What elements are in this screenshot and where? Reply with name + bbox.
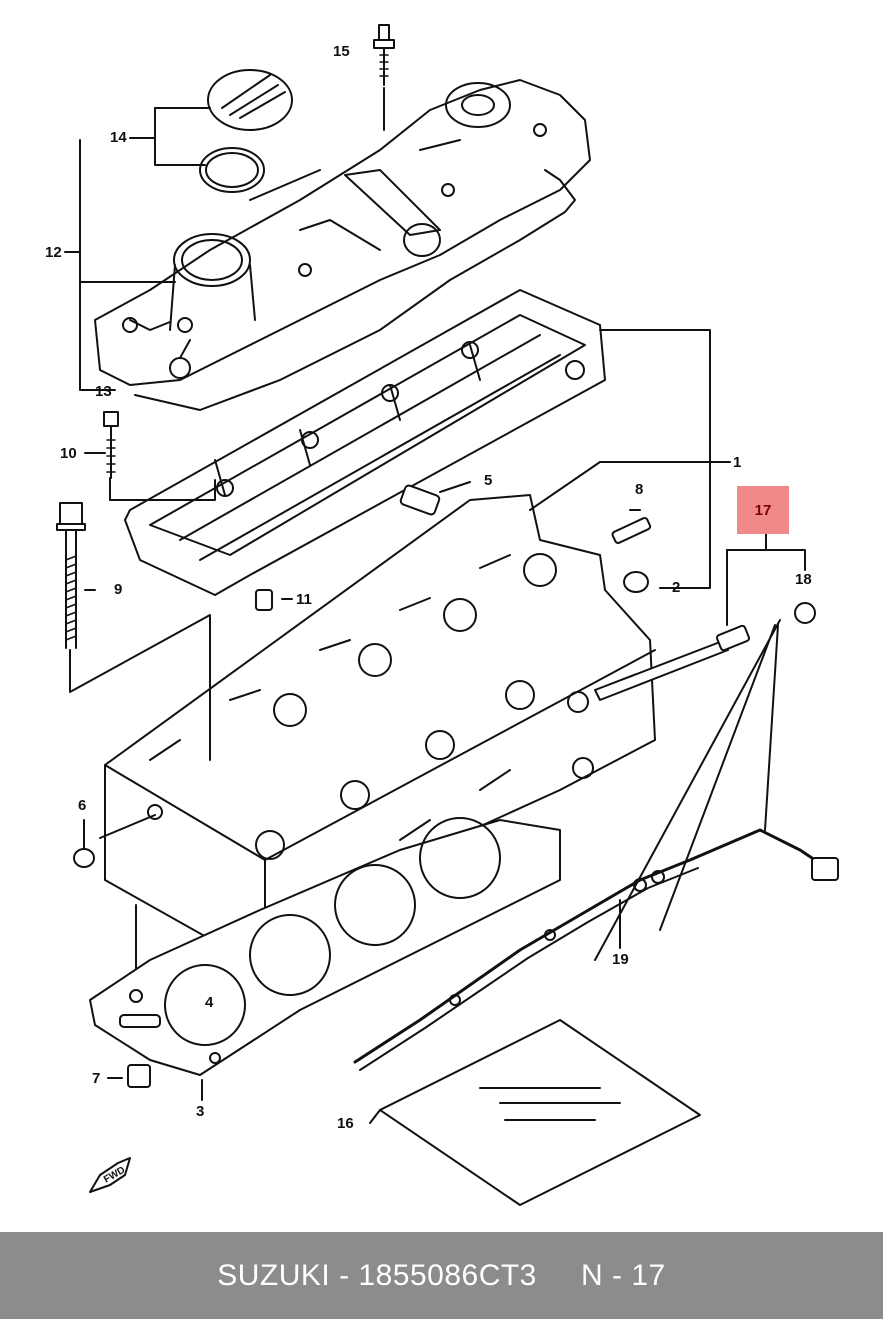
callout-12: 12	[45, 244, 62, 261]
callout-4: 4	[205, 994, 214, 1011]
wiring-harness-19-drawing	[355, 830, 838, 1070]
callout-13: 13	[95, 383, 112, 400]
callout-16: 16	[337, 1115, 354, 1132]
bolt-15-drawing	[374, 25, 394, 130]
callout-8: 8	[635, 481, 644, 498]
valve-cover-12-drawing	[95, 80, 590, 385]
cylinder-head-exploded-diagram: FWD	[0, 0, 883, 1232]
callout-19: 19	[612, 951, 629, 968]
highlighted-callout-label: 17	[754, 502, 772, 519]
callout-14: 14	[110, 129, 127, 146]
oil-cap-14-drawing	[200, 70, 292, 192]
footer-part-info: SUZUKI - 1855086CT3 N - 17	[217, 1258, 666, 1292]
callout-15: 15	[333, 43, 350, 60]
head-gasket-3-drawing	[90, 818, 560, 1075]
callout-9: 9	[114, 581, 123, 598]
callout-18: 18	[795, 571, 812, 588]
callout-6: 6	[78, 797, 87, 814]
camshaft-carrier-drawing	[125, 290, 605, 595]
instruction-sheet-16-drawing	[370, 1020, 700, 1205]
footer-bar: SUZUKI - 1855086CT3 N - 17	[0, 1232, 883, 1319]
cylinder-head-1-drawing	[105, 495, 655, 970]
callout-11: 11	[296, 591, 312, 608]
bolt-9-drawing	[57, 503, 85, 648]
glow-plug-17-drawing	[595, 625, 750, 700]
bolt-10-drawing	[104, 412, 118, 478]
highlighted-callout-17: 17	[737, 486, 789, 534]
callout-7: 7	[92, 1070, 101, 1087]
leader-lines	[65, 108, 805, 1100]
callout-3: 3	[196, 1103, 205, 1120]
callout-1: 1	[733, 454, 742, 471]
gasket-13-drawing	[135, 170, 575, 410]
callout-2: 2	[672, 579, 681, 596]
callout-10: 10	[60, 445, 77, 462]
callout-5: 5	[484, 472, 493, 489]
fwd-arrow-icon: FWD	[90, 1158, 130, 1192]
